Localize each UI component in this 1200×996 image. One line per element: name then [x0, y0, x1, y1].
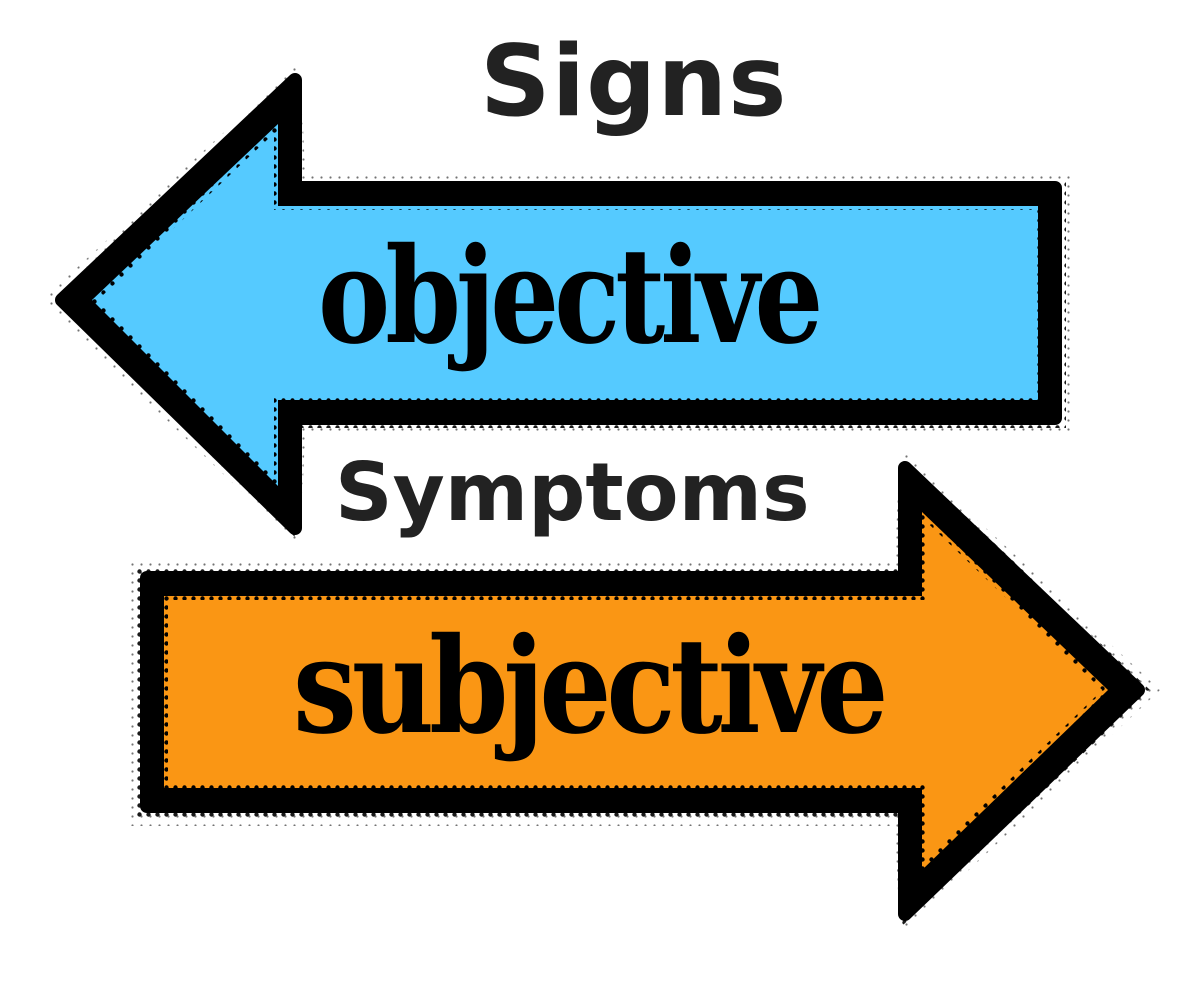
signs-heading: Signs [480, 25, 788, 139]
subjective-label: subjective [293, 609, 889, 764]
right-arrow-subjective-icon [128, 448, 1160, 935]
objective-label: objective [318, 219, 823, 374]
left-arrow-objective-icon [42, 62, 1075, 548]
symptoms-heading: Symptoms [335, 446, 810, 539]
